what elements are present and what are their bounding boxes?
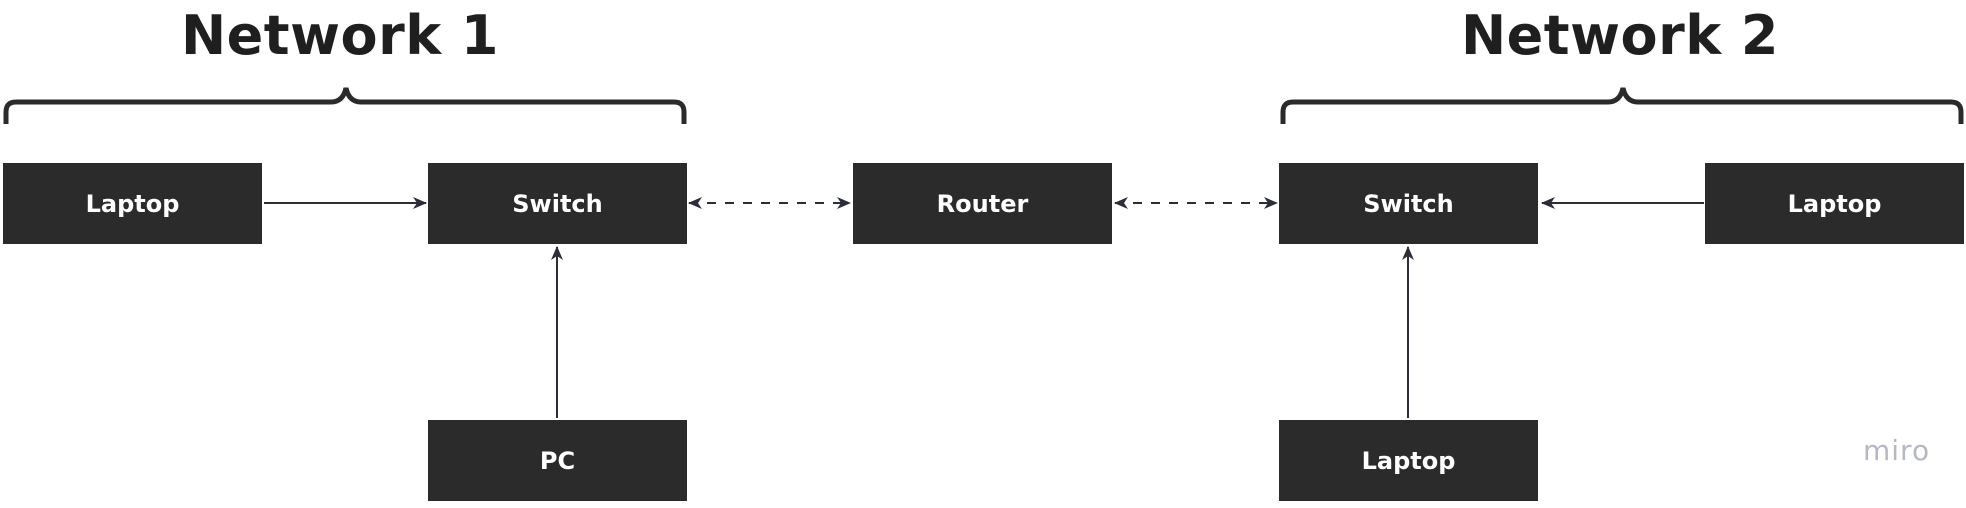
network-2-title: Network 2 (1460, 4, 1780, 67)
node-net1-switch[interactable]: Switch (428, 163, 687, 244)
node-router[interactable]: Router (853, 163, 1112, 244)
network-1-brace (3, 87, 687, 124)
network-1-title: Network 1 (180, 4, 500, 67)
miro-watermark: miro (1863, 434, 1931, 467)
node-net1-laptop[interactable]: Laptop (3, 163, 262, 244)
node-net1-pc[interactable]: PC (428, 420, 687, 501)
node-net2-laptop-bottom[interactable]: Laptop (1279, 420, 1538, 501)
node-net2-switch[interactable]: Switch (1279, 163, 1538, 244)
network-2-brace (1280, 87, 1964, 124)
node-net2-laptop-right[interactable]: Laptop (1705, 163, 1964, 244)
